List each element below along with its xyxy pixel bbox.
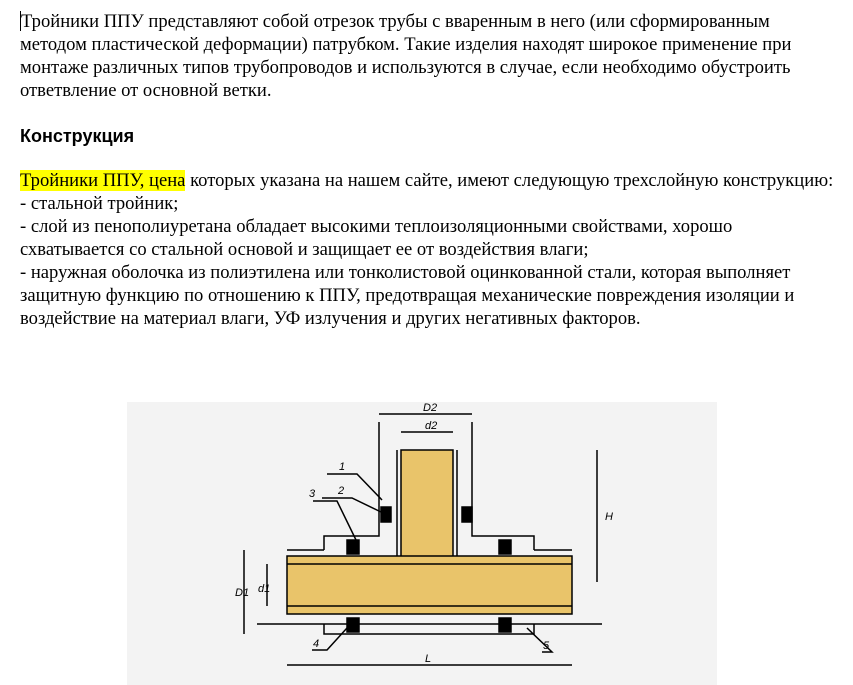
label-part-5: 5 [543,640,550,652]
label-D1: D1 [235,587,249,599]
label-D2: D2 [423,402,437,414]
label-d2: d2 [425,420,437,432]
label-part-3: 3 [309,488,316,500]
list-item-ppu-layer: - слой из пенополиуретана обладает высок… [20,216,733,260]
label-L: L [425,653,431,665]
tee-diagram-svg: D2 d2 H D1 d1 L 1 2 3 4 5 [235,402,613,666]
list-item-steel-tee: - стальной тройник; [20,193,179,214]
label-d1: d1 [258,583,270,595]
construction-paragraph: Тройники ППУ, цена которых указана на на… [20,169,835,192]
label-part-4: 4 [313,638,319,650]
text-cursor [20,11,21,31]
section-heading: Конструкция [20,126,135,146]
tee-drawing: D2 d2 H D1 d1 L 1 2 3 4 5 [127,402,717,685]
highlighted-link-text[interactable]: Тройники ППУ, цена [20,170,186,191]
intro-text: Тройники ППУ представляют собой отрезок … [20,11,792,101]
intro-paragraph: Тройники ППУ представляют собой отрезок … [20,10,835,102]
document-body: Тройники ППУ представляют собой отрезок … [20,10,835,330]
label-part-1: 1 [339,461,345,473]
label-part-2: 2 [337,485,344,497]
construction-text: которых указана на нашем сайте, имеют сл… [185,170,834,191]
label-H: H [605,511,613,523]
list-item-outer-shell: - наружная оболочка из полиэтилена или т… [20,262,795,329]
